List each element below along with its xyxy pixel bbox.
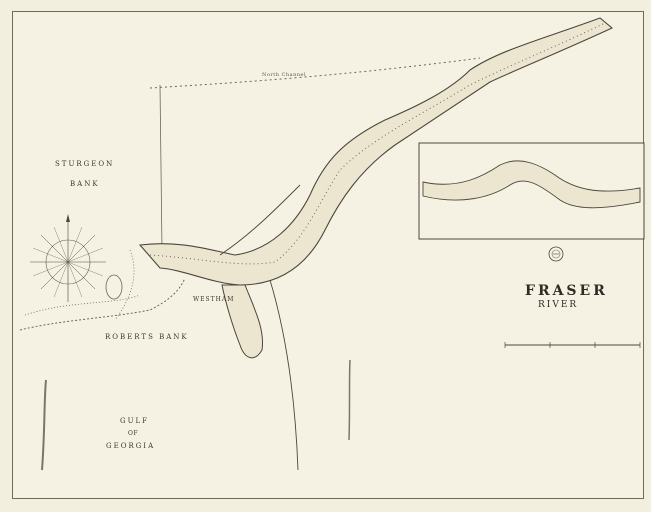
label-sturgeon: STURGEON [55,160,115,168]
label-of: OF [128,430,139,437]
roberts-bank-line [19,277,186,331]
label-roberts-bank: ROBERTS BANK [105,333,189,341]
margin-mark-center [348,359,351,441]
label-bank: BANK [70,180,100,188]
bank-edge [24,294,141,316]
upper-branch [219,184,301,256]
margin-mark-left [41,379,47,471]
bank-edge-2 [114,249,135,321]
fraser-river-channel [138,17,614,286]
compass-rose [30,214,106,302]
south-creek [269,279,299,471]
label-gulf: GULF [120,417,149,425]
label-westham: WESTHAM [193,296,235,303]
map-title: FRASER [525,283,608,299]
map-subtitle: RIVER [538,300,579,310]
channel-soundings [149,22,606,265]
island-mark [105,274,123,300]
map-frame [12,11,644,499]
south-arm [221,284,264,359]
scale-bar [504,342,641,348]
inset-river [422,160,641,209]
survey-line [159,84,163,251]
label-north-channel: North Channel [262,72,307,78]
seal [548,246,564,262]
north-channel-line [149,57,481,89]
label-georgia: GEORGIA [106,442,156,450]
